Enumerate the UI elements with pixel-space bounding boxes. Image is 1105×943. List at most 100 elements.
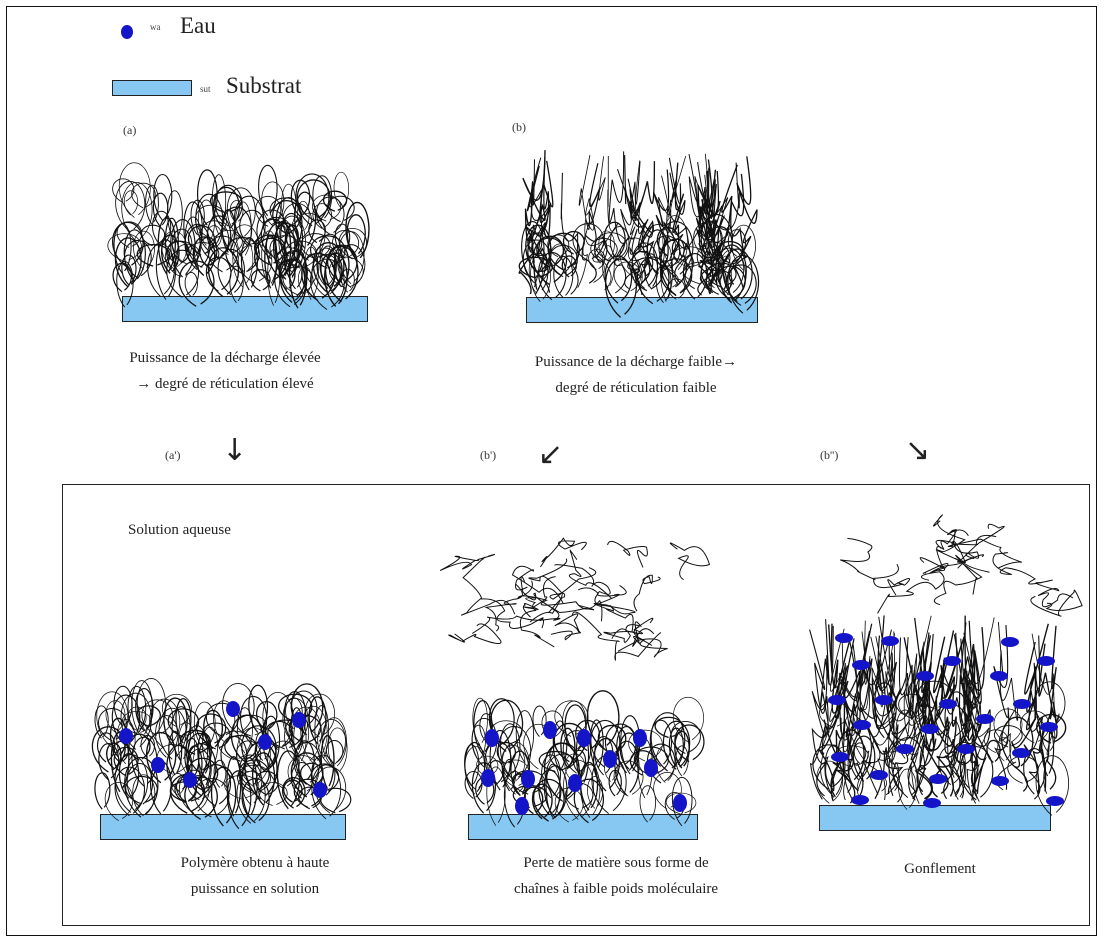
polymer-loop	[346, 214, 366, 257]
substrate-legend-small-label: sut	[200, 84, 211, 94]
free-chain	[511, 565, 564, 604]
free-chain	[471, 608, 561, 634]
polymer-loop	[891, 737, 926, 799]
polymer-loop	[649, 719, 673, 767]
polymer-loop	[914, 704, 934, 753]
polymer-strand	[882, 631, 910, 791]
polymer-loop	[125, 775, 158, 805]
polymer-loop	[291, 762, 313, 799]
polymer-loop	[140, 734, 155, 758]
caption-a: Puissance de la décharge élevée → degré …	[80, 346, 370, 397]
polymer-loop	[213, 700, 236, 742]
polymer-loop	[207, 247, 240, 298]
polymer-loop	[597, 724, 627, 755]
water-droplet	[633, 729, 647, 747]
polymer-loop	[196, 713, 227, 746]
polymer-loop	[1035, 755, 1070, 816]
polymer-strand	[705, 171, 726, 291]
polymer-strand	[584, 156, 606, 283]
polymer-network-a	[107, 162, 370, 311]
polymer-loop	[274, 220, 292, 279]
polymer-strand	[1023, 635, 1044, 800]
panel-label-b-double-prime: (b'')	[820, 448, 839, 462]
polymer-strand	[914, 632, 937, 793]
polymer-loop	[598, 230, 615, 261]
polymer-loop	[184, 776, 218, 821]
water-droplet	[515, 797, 529, 815]
water-droplet	[183, 772, 197, 788]
polymer-strand	[577, 155, 591, 288]
water-droplet	[957, 744, 975, 754]
polymer-loop	[997, 737, 1012, 762]
polymer-loop	[320, 253, 343, 289]
polymer-strand	[703, 169, 722, 295]
polymer-loop	[659, 243, 673, 302]
polymer-strand	[996, 622, 1019, 791]
caption-b-prime-line1: Perte de matière sous forme de	[523, 855, 709, 871]
free-chain	[522, 576, 556, 618]
polymer-loop	[332, 229, 359, 259]
polymer-strand	[672, 162, 688, 288]
polymer-loop	[275, 196, 303, 257]
polymer-loop	[199, 220, 230, 262]
polymer-loop	[121, 181, 153, 242]
free-chain	[873, 563, 911, 596]
polymer-strand	[700, 170, 720, 286]
polymer-loop	[521, 221, 545, 282]
free-chain	[539, 537, 587, 568]
panel-label-a-prime: (a')	[165, 448, 181, 462]
free-chain	[617, 626, 668, 658]
water-droplet	[943, 656, 961, 666]
polymer-loop	[308, 219, 326, 244]
polymer-loop	[222, 682, 255, 735]
arrow-down-a-prime: ↓	[222, 433, 248, 468]
caption-b-line1: Puissance de la décharge faible→	[534, 354, 738, 370]
polymer-loop	[187, 775, 212, 801]
polymer-loop	[620, 715, 641, 775]
solution-label: Solution aqueuse	[128, 522, 231, 538]
polymer-loop	[133, 230, 155, 270]
polymer-loop	[261, 181, 285, 226]
polymer-network-b-double-prime	[809, 514, 1083, 816]
polymer-loop	[334, 223, 351, 253]
polymer-loop	[300, 705, 328, 764]
polymer-loop	[628, 729, 663, 762]
polymer-loop	[812, 744, 846, 790]
polymer-loop	[241, 725, 277, 775]
free-chain	[568, 549, 613, 599]
polymer-loop	[145, 184, 159, 225]
polymer-loop	[184, 271, 198, 297]
polymer-loop	[155, 715, 179, 758]
polymer-loop	[155, 239, 177, 300]
caption-b-prime-line2: chaînes à faible poids moléculaire	[513, 880, 719, 897]
polymer-loop	[464, 771, 483, 799]
caption-a-prime: Polymère obtenu à haute puissance en sol…	[120, 851, 390, 902]
polymer-loop	[312, 194, 342, 222]
polymer-loop	[237, 707, 253, 754]
polymer-loop	[94, 705, 109, 739]
polymer-loop	[312, 175, 333, 221]
polymer-loop	[212, 186, 240, 232]
polymer-loop	[178, 722, 196, 774]
polymer-loop	[229, 200, 244, 223]
polymer-loop	[195, 204, 227, 239]
polymer-loop	[161, 234, 180, 274]
panel-label-b: (b)	[512, 120, 526, 134]
polymer-loop	[226, 770, 252, 830]
polymer-strand	[993, 625, 1010, 790]
polymer-loop	[168, 730, 183, 776]
polymer-loop	[113, 746, 139, 777]
polymer-loop	[589, 719, 604, 771]
polymer-loop	[167, 708, 200, 738]
polymer-loop	[328, 256, 364, 289]
polymer-loop	[185, 725, 209, 782]
polymer-loop	[111, 694, 141, 747]
polymer-strand	[560, 172, 579, 295]
polymer-loop	[278, 215, 306, 273]
polymer-strand	[608, 151, 630, 294]
polymer-loop	[127, 685, 147, 735]
polymer-loop	[671, 776, 693, 827]
caption-a-prime-line2: puissance en solution	[190, 880, 320, 897]
water-droplet	[151, 757, 165, 773]
